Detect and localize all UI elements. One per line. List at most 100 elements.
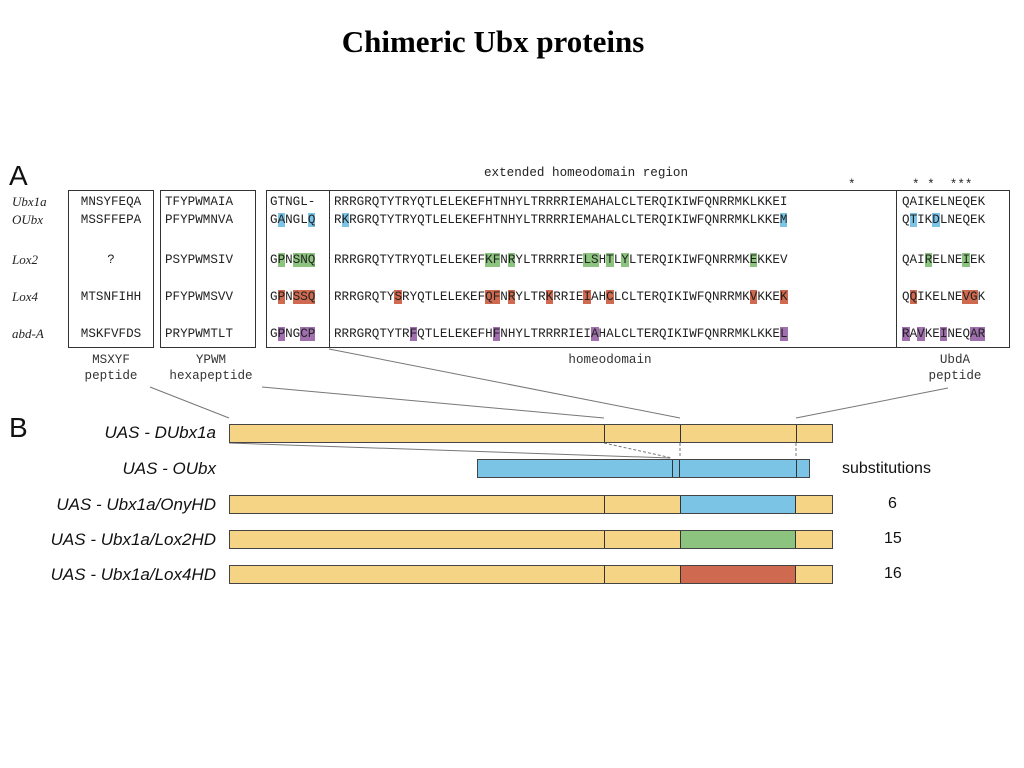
alignment-row-lox4-hd-seg: K (545, 290, 554, 304)
alignment-row-lox2-msxyf: ? (107, 253, 115, 267)
homeodomain-right-divider (896, 190, 898, 348)
homeodomain-left-divider (329, 190, 331, 348)
construct-label-onyhd: UAS - Ubx1a/OnyHD (56, 495, 216, 514)
alignment-row-lox2-hd-seg: KF (485, 253, 501, 267)
alignment-row-lox2-pre-hd: GPNSNQ (270, 253, 316, 268)
alignment-row-abd-a-hd-seg: L (779, 327, 788, 341)
alignment-row-oubx-ubda-seg: LNEQEK (939, 213, 986, 227)
alignment-row-oubx-hd-seg: M (779, 213, 788, 227)
substitutions-lox2hd: 15 (884, 530, 902, 547)
alignment-row-oubx-pre-seg: G (270, 213, 278, 227)
alignment-row-ubx1a-homeodomain: RRRGRQTYTRYQTLELEKEFHTNHYLTRRRRIEMAHALCL… (334, 195, 787, 210)
alignment-row-lox4-hd-seg: AH (591, 290, 607, 304)
alignment-row-lox4-ubda-seg: K (977, 290, 986, 304)
construct-bar-dubx1a (229, 424, 833, 443)
ubda-label-line1: UbdA (939, 353, 971, 367)
alignment-row-lox4-hd-seg: RRRGRQTY (334, 290, 395, 304)
alignment-row-ubx1a-pre-seg: GTNGL- (270, 195, 316, 209)
alignment-row-lox4-ubda-seg: Q (902, 290, 910, 304)
alignment-row-lox4-hd-seg: I (583, 290, 592, 304)
alignment-row-lox4-ubda-seg: VG (962, 290, 978, 304)
alignment-row-oubx-ubda-seg: T (909, 213, 918, 227)
alignment-row-lox2-hd-seg: YLTRRRRIE (515, 253, 584, 267)
msxyf-label: MSXYF peptide (66, 352, 156, 384)
alignment-row-lox2-pre-seg: G (270, 253, 278, 267)
alignment-row-lox4-ypwm: PFYPWMSVV (165, 290, 234, 304)
alignment-row-lox4-hd-seg: QF (485, 290, 501, 304)
alignment-row-lox4-hd-seg: RRIE (553, 290, 584, 304)
alignment-row-lox2-hd-seg: LTERQIKIWFQNRRMK (628, 253, 750, 267)
alignment-row-abd-a-ubda-seg: A (909, 327, 918, 341)
alignment-row-oubx-ubda-seg: IK (917, 213, 933, 227)
alignment-row-abd-a-pre-seg: P (277, 327, 286, 341)
connector-ypwm (261, 386, 605, 419)
alignment-row-abd-a-ubda-seg: AR (970, 327, 986, 341)
alignment-row-ubx1a-ubda: QAIKELNEQEK (902, 195, 985, 210)
alignment-row-lox4-hd-seg: N (500, 290, 508, 304)
alignment-row-oubx-pre-seg: Q (307, 213, 316, 227)
alignment-row-abd-a-ubda-seg: I (939, 327, 948, 341)
alignment-row-abd-a-pre-seg: G (270, 327, 278, 341)
panel-b-label: B (9, 412, 28, 443)
ubda-label: UbdA peptide (910, 352, 1000, 384)
alignment-row-lox2-homeodomain: RRRGRQTYTRYQTLELEKEFKFNRYLTRRRRIELSHTLYL… (334, 253, 788, 268)
construct-label-oubx: UAS - OUbx (122, 459, 216, 478)
alignment-row-oubx-pre-hd: GANGLQ (270, 213, 316, 228)
connector-hd-right (795, 387, 949, 419)
ypwm-box (160, 190, 256, 348)
substitutions-onyhd: 6 (888, 495, 897, 512)
alignment-row-lox2-ubda-seg: ELNE (932, 253, 963, 267)
msxyf-label-line1: MSXYF (92, 353, 130, 367)
alignment-row-lox2-hd-seg: E (749, 253, 758, 267)
lox4-hd-segment (680, 566, 796, 583)
alignment-row-lox4-species: Lox4 (12, 289, 38, 304)
alignment-row-lox4-hd-seg: YLTR (515, 290, 546, 304)
alignment-row-lox4-ubda: QQIKELNEVGK (902, 290, 985, 305)
substitutions-lox4hd: 16 (884, 565, 902, 582)
alignment-row-lox4-hd-seg: S (394, 290, 403, 304)
alignment-row-lox4-pre-seg: SSQ (292, 290, 316, 304)
connector-ubx-oubx-mid (603, 442, 673, 459)
alignment-row-abd-a-ubda: RAVKEINEQAR (902, 327, 986, 342)
msxyf-label-line2: peptide (84, 369, 138, 383)
alignment-row-abd-a-hd-seg: F (492, 327, 501, 341)
alignment-row-ubx1a-pre-hd: GTNGL- (270, 195, 315, 210)
alignment-row-lox2-ubda-seg: EK (970, 253, 986, 267)
alignment-row-abd-a-hd-seg: QTLELEKEFH (417, 327, 493, 341)
alignment-row-lox4-hd-seg: RYQTLELEKEF (402, 290, 486, 304)
ypwm-label-line1: YPWM (195, 353, 227, 367)
alignment-row-abd-a-ypwm: PRYPWMTLT (165, 327, 234, 341)
homeodomain-label: homeodomain (568, 353, 652, 367)
alignment-row-lox2-pre-seg: N (285, 253, 293, 267)
alignment-row-lox4-hd-seg: R (507, 290, 516, 304)
alignment-row-lox2-hd-seg: L (613, 253, 622, 267)
alignment-row-oubx-hd-seg: RGRQTYTRYQTLELEKEFHTNHYLTRRRRIEMAHALCLTE… (349, 213, 780, 227)
alignment-row-lox2-ubda-seg: R (924, 253, 933, 267)
alignment-row-lox2-hd-seg: T (606, 253, 614, 267)
panel-a-label: A (9, 160, 28, 191)
msxyf-box (68, 190, 154, 348)
construct-bar-oubx (477, 459, 810, 478)
alignment-row-lox4-homeodomain: RRRGRQTYSRYQTLELEKEFQFNRYLTRKRRIEIAHCLCL… (334, 290, 788, 305)
alignment-row-lox4-pre-hd: GPNSSQ (270, 290, 316, 305)
construct-bar-lox4hd (229, 565, 833, 584)
alignment-row-lox4-hd-seg: LCLTERQIKIWFQNRRMK (613, 290, 750, 304)
alignment-row-oubx-pre-seg: NGL (285, 213, 308, 227)
lox2-hd-segment (680, 531, 796, 548)
alignment-row-abd-a-species: abd-A (12, 326, 44, 341)
connector-hd-left (328, 348, 681, 419)
substitutions-header: substitutions (842, 460, 931, 477)
alignment-row-lox4-hd-seg: KKE (757, 290, 780, 304)
alignment-row-oubx-hd-seg: K (341, 213, 350, 227)
alignment-row-lox2-species: Lox2 (12, 252, 38, 267)
alignment-row-abd-a-ubda-seg: V (917, 327, 925, 341)
alignment-row-abd-a-ubda-seg: R (902, 327, 910, 341)
construct-label-lox2hd: UAS - Ubx1a/Lox2HD (50, 530, 216, 549)
alignment-row-abd-a-hd-seg: HALCLTERQIKIWFQNRRMKLKKE (598, 327, 780, 341)
alignment-row-oubx-hd-seg: R (334, 213, 342, 227)
alignment-row-lox2-ubda-seg: QAI (902, 253, 925, 267)
construct-label-lox4hd: UAS - Ubx1a/Lox4HD (50, 565, 216, 584)
alignment-row-lox2-hd-seg: KKEV (757, 253, 788, 267)
alignment-row-lox2-hd-seg: LS (583, 253, 599, 267)
